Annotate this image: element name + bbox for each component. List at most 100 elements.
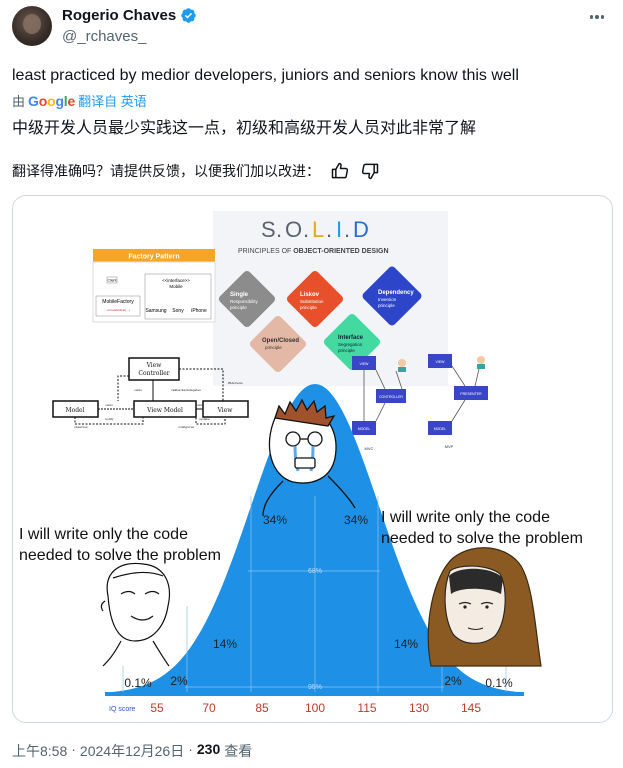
svg-text:principle: principle bbox=[300, 305, 317, 310]
svg-text:Inversion: Inversion bbox=[378, 297, 397, 302]
svg-text:notify: notify bbox=[105, 417, 114, 421]
iq-score-label: IQ score bbox=[109, 706, 136, 713]
translated-by-prefix: 由 bbox=[12, 94, 26, 109]
svg-text:Open/Closed: Open/Closed bbox=[262, 338, 299, 344]
svg-text:Segregation: Segregation bbox=[338, 342, 363, 347]
svg-text:MODEL: MODEL bbox=[434, 427, 447, 431]
thumbs-down-icon[interactable] bbox=[360, 161, 380, 181]
svg-text:L: L bbox=[312, 217, 325, 242]
midwit-wojak-drawing bbox=[262, 398, 356, 517]
svg-text:Single: Single bbox=[230, 292, 249, 298]
svg-text:Dependency: Dependency bbox=[378, 290, 414, 296]
svg-text:Mobile: Mobile bbox=[169, 284, 183, 289]
avatar[interactable] bbox=[12, 6, 52, 46]
google-logo: Google bbox=[28, 92, 76, 109]
svg-text:34%: 34% bbox=[263, 513, 287, 527]
svg-text:Liskov: Liskov bbox=[300, 292, 320, 298]
svg-text:34%: 34% bbox=[344, 513, 368, 527]
svg-text:145: 145 bbox=[461, 701, 481, 715]
svg-text:70: 70 bbox=[202, 701, 216, 715]
translation-attribution: 由 Google 翻译自 英语 bbox=[12, 91, 147, 110]
solid-diamond-o: Open/Closed principle bbox=[249, 315, 307, 373]
left-caption-line-1: I will write only the code bbox=[19, 526, 188, 543]
tweet-time[interactable]: 上午8:58 bbox=[12, 743, 68, 759]
mvc-mvp-diagram: VIEW CONTROLLER MODEL VIEW PRESENTER MOD… bbox=[352, 354, 488, 451]
svg-text:owns: owns bbox=[134, 388, 142, 392]
svg-text:Client: Client bbox=[108, 279, 117, 283]
svg-text:Samsung: Samsung bbox=[145, 308, 166, 314]
svg-text:MVP: MVP bbox=[445, 444, 454, 449]
more-options-icon[interactable] bbox=[586, 8, 608, 26]
svg-text:55: 55 bbox=[150, 701, 164, 715]
svg-text:principle: principle bbox=[230, 305, 247, 310]
right-caption-line-2: needed to solve the problem bbox=[381, 530, 583, 547]
mvvm-view-model-label: View Model bbox=[146, 407, 183, 414]
name-row: Rogerio Chaves bbox=[62, 7, 197, 24]
meme-image[interactable]: S . O . L . I . D PRINCIPLES OF OBJECT-O… bbox=[12, 195, 613, 723]
svg-text:principle: principle bbox=[378, 303, 395, 308]
svg-text:Interface: Interface bbox=[338, 335, 364, 341]
high-iq-hooded-figure bbox=[427, 547, 542, 667]
views-label: 查看 bbox=[224, 743, 253, 759]
left-caption-line-2: needed to solve the problem bbox=[19, 547, 221, 564]
svg-text:IBActions: IBActions bbox=[228, 381, 243, 385]
svg-text:+createMobile(...): +createMobile(...) bbox=[106, 308, 129, 312]
svg-text:14%: 14% bbox=[213, 637, 237, 651]
svg-text:configures: configures bbox=[178, 425, 194, 429]
svg-text:MODEL: MODEL bbox=[358, 427, 371, 431]
svg-text:100: 100 bbox=[305, 701, 325, 715]
svg-text:0.1%: 0.1% bbox=[124, 676, 152, 690]
solid-title: S . O . L . I . D bbox=[261, 217, 369, 242]
svg-text:principle: principle bbox=[265, 345, 282, 350]
solid-diamond-d: Dependency Inversion principle bbox=[362, 266, 422, 326]
solid-diamond-s: Single Responsibility principle bbox=[218, 270, 276, 328]
svg-text:Substitution: Substitution bbox=[300, 299, 324, 304]
svg-text:update: update bbox=[199, 417, 210, 421]
svg-text:MobileFactory: MobileFactory bbox=[102, 299, 134, 305]
svg-text:.: . bbox=[276, 217, 283, 242]
user-handle[interactable]: @_rchaves_ bbox=[62, 28, 147, 45]
display-name[interactable]: Rogerio Chaves bbox=[62, 7, 177, 24]
svg-text:Factory Pattern: Factory Pattern bbox=[128, 254, 179, 261]
svg-text:.: . bbox=[326, 217, 333, 242]
mvvm-view-label: View bbox=[217, 407, 234, 414]
svg-text:O: O bbox=[285, 217, 303, 242]
svg-text:VIEW: VIEW bbox=[360, 362, 370, 366]
solid-subtitle: PRINCIPLES OF OBJECT-ORIENTED DESIGN bbox=[238, 248, 389, 255]
svg-text:85: 85 bbox=[255, 701, 269, 715]
mvvm-view-controller-label-2: Controller bbox=[138, 370, 169, 377]
svg-text:callbacks/delegates: callbacks/delegates bbox=[171, 388, 201, 392]
translated-from-link[interactable]: 翻译自 英语 bbox=[78, 94, 147, 109]
view-count: 230 bbox=[196, 741, 221, 757]
mvvm-diagram bbox=[52, 357, 249, 425]
svg-text:I: I bbox=[336, 217, 343, 242]
tweet-text: least practiced by medior developers, ju… bbox=[12, 67, 519, 84]
svg-text:owns: owns bbox=[196, 403, 204, 407]
svg-text:2%: 2% bbox=[444, 674, 462, 688]
right-caption-line-1: I will write only the code bbox=[381, 509, 550, 526]
thumbs-up-icon[interactable] bbox=[330, 161, 350, 181]
svg-text:S: S bbox=[261, 217, 277, 242]
verified-badge-icon bbox=[181, 8, 196, 23]
mvvm-model-label: Model bbox=[65, 407, 84, 414]
factory-pattern-diagram: Factory Pattern Client <<interface>> Mob… bbox=[92, 249, 216, 323]
feedback-prompt: 翻译得准确吗？请提供反馈，以便我们加以改进： bbox=[12, 163, 320, 179]
svg-text:observes: observes bbox=[74, 425, 88, 429]
svg-text:14%: 14% bbox=[394, 637, 418, 651]
svg-text:130: 130 bbox=[409, 701, 429, 715]
svg-text:115: 115 bbox=[357, 701, 376, 715]
svg-text:.: . bbox=[303, 217, 310, 242]
svg-text:iPhone: iPhone bbox=[191, 308, 207, 314]
svg-text:VIEW: VIEW bbox=[436, 360, 446, 364]
mvvm-view-controller-label-1: View bbox=[146, 362, 163, 369]
translation-feedback: 翻译得准确吗？请提供反馈，以便我们加以改进： bbox=[12, 161, 380, 181]
svg-text:PRESENTER: PRESENTER bbox=[460, 392, 482, 396]
low-iq-wojak-drawing bbox=[100, 562, 170, 667]
svg-text:<<interface>>: <<interface>> bbox=[162, 278, 190, 283]
tweet-date[interactable]: 2024年12月26日 bbox=[79, 743, 185, 759]
pct-95-label: 95% bbox=[308, 684, 322, 691]
svg-text:2%: 2% bbox=[170, 674, 188, 688]
tweet-meta: 上午8:58 · 2024年12月26日 · 230 查看 bbox=[12, 741, 253, 759]
tweet-header: Rogerio Chaves @_rchaves_ bbox=[12, 6, 612, 54]
translated-text: 中级开发人员最少实践这一点，初级和高级开发人员对此非常了解 bbox=[12, 120, 477, 137]
